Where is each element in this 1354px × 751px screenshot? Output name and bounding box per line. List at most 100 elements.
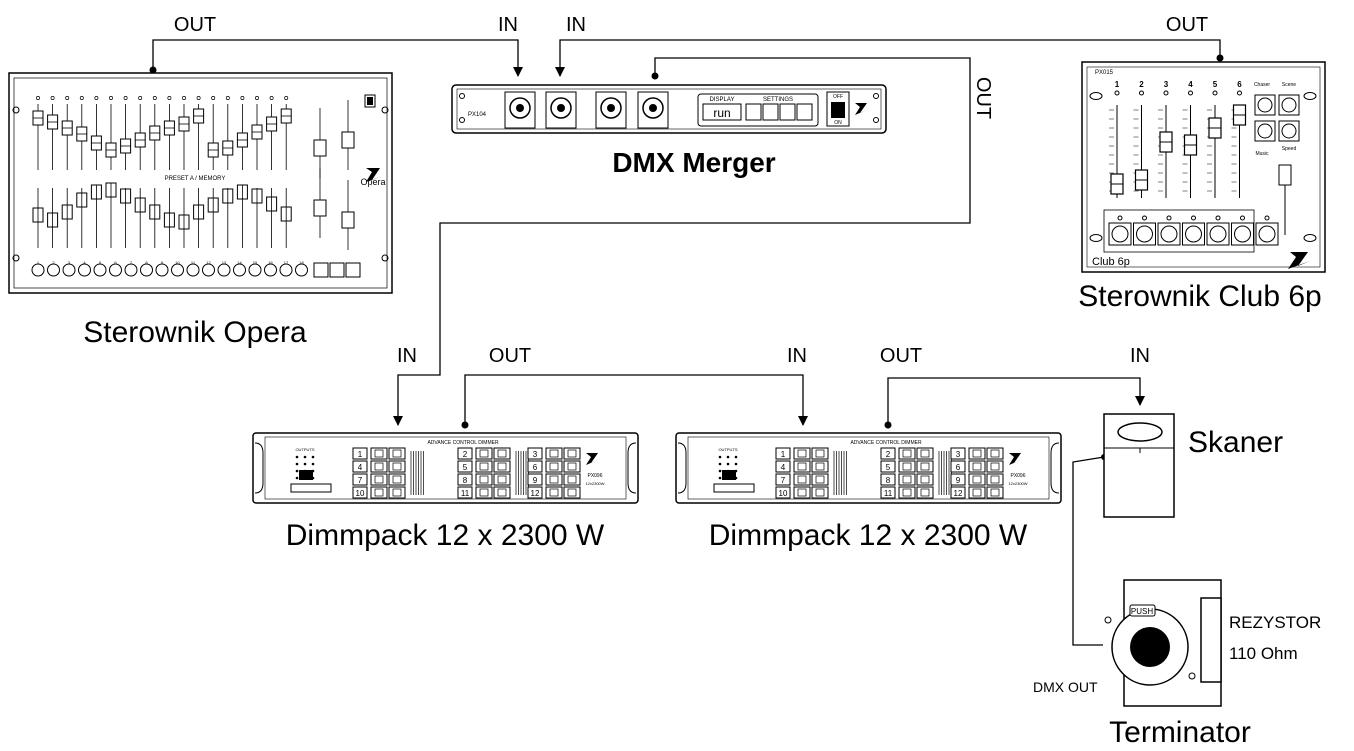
dimmer-fuse <box>563 460 581 473</box>
opera-button-label: 2 <box>52 260 55 265</box>
club-led <box>1163 90 1169 96</box>
opera-button-label: 7 <box>130 260 133 265</box>
merger-xlr-out <box>637 91 669 129</box>
dimmer2-in-label: IN <box>787 345 807 367</box>
dimmer-channel-number: 6 <box>956 463 961 472</box>
cable-skaner-to-terminator <box>1072 456 1105 646</box>
club-channel-number: 5 <box>1213 80 1218 89</box>
club-panel-label: Club 6p <box>1092 256 1130 268</box>
dimmer-channel-number: 12 <box>531 489 540 498</box>
dimmer-led <box>718 462 722 466</box>
club-name-label: Sterownik Club 6p <box>1078 280 1321 313</box>
dimmer-fuse <box>493 460 511 473</box>
dimmer-header-label: ADVANCE CONTROL DIMMER <box>427 440 499 446</box>
dimmer-channel-box <box>457 473 473 486</box>
dimmer-led <box>295 462 299 466</box>
dimmer-led <box>726 462 730 466</box>
dimmer-fuse <box>916 473 934 486</box>
dimmer-fuse <box>793 486 811 499</box>
dimmer-fuse <box>898 473 916 486</box>
terminator-name-label: Terminator <box>1109 716 1251 749</box>
club-out-label: OUT <box>1166 14 1208 36</box>
opera-led <box>138 96 143 100</box>
dimmer-channel-number: 7 <box>781 476 786 485</box>
opera-led <box>182 96 186 100</box>
dimmer-channel-box <box>352 460 368 473</box>
opera-section-label: PRESET A / MEMORY <box>165 176 226 182</box>
club-speed-knob <box>1278 164 1292 186</box>
dmx-merger: PX104 DISPLAY run SETTINGS OFF ON DMX Me… <box>451 84 887 178</box>
club-button-led <box>1166 215 1172 221</box>
dimmer-1: ADVANCE CONTROL DIMMEROUTPUTS14710258113… <box>252 432 639 504</box>
merger-logo-icon <box>855 103 869 115</box>
dimmer-channel-number: 4 <box>358 463 363 472</box>
opera-function-button <box>329 262 345 278</box>
dimmer1-out-label: OUT <box>489 345 531 367</box>
dimmer-channel-box <box>527 486 543 499</box>
opera-flash-button <box>171 263 184 277</box>
club-button-led <box>1191 215 1196 221</box>
opera-button-label: 17 <box>284 260 289 265</box>
dimmer-fuse <box>388 447 406 460</box>
dimmer-fuse <box>388 486 406 499</box>
dimmer-channel-number: 3 <box>956 450 961 459</box>
dimmer-fuse <box>493 447 511 460</box>
dimmer-display <box>299 470 313 480</box>
dimmer-led <box>295 469 299 473</box>
dimmer-led <box>718 476 722 480</box>
opera-fader-rows <box>32 96 355 250</box>
dimmer-channel-box <box>950 486 966 499</box>
club-channel-number: 1 <box>1115 80 1120 89</box>
dimmer-fuse <box>811 447 829 460</box>
opera-flash-button <box>202 263 215 277</box>
dimmer-outputs-label: OUTPUTS <box>718 447 737 452</box>
dimmer-channel-number: 1 <box>358 450 363 459</box>
opera-led <box>255 96 259 100</box>
opera-flash-button <box>217 263 231 277</box>
cable-endpoints <box>149 54 1224 460</box>
dimmer-led <box>295 476 299 480</box>
dimmer-control-buttons <box>713 483 755 493</box>
club-model-label: PX015 <box>1095 70 1114 76</box>
dimmer-channel-number: 4 <box>781 463 786 472</box>
dimmer-fuse <box>475 486 493 499</box>
opera-led <box>50 96 55 100</box>
opera-led <box>269 96 274 100</box>
opera-button-label: 1 <box>37 260 40 265</box>
club-button-led <box>1142 215 1147 221</box>
dimmer-led <box>726 455 730 459</box>
opera-button-label: 16 <box>268 260 273 265</box>
dimmer-fuse <box>475 447 493 460</box>
dimmer-channel-box <box>775 486 791 499</box>
terminator-push-label: PUSH <box>1131 607 1153 616</box>
merger-in-b-label: IN <box>566 14 586 36</box>
dimmer-fuse <box>916 460 934 473</box>
opera-led <box>211 96 216 100</box>
dimmer-channel-number: 8 <box>463 476 468 485</box>
cables <box>152 39 1221 646</box>
dimmer-channel-number: 10 <box>356 489 365 498</box>
skaner-name-label: Skaner <box>1188 426 1283 459</box>
dimmer-channel-number: 12 <box>954 489 963 498</box>
club-led <box>1212 90 1218 96</box>
dimmer-fuse <box>475 460 493 473</box>
merger-out-label: OUT <box>972 77 994 119</box>
opera-function-button <box>313 262 329 278</box>
dimmer-fuse <box>563 447 581 460</box>
dimmer-led <box>295 455 299 459</box>
opera-flash-button <box>93 263 107 277</box>
dimmer-fuse <box>370 447 388 460</box>
dimmer-channel-box <box>527 447 543 460</box>
opera-led <box>109 96 113 100</box>
dimmer-fuse <box>370 460 388 473</box>
dimmer-fuse <box>793 447 811 460</box>
dimmer-fuse <box>916 486 934 499</box>
resistor-icon <box>1200 597 1222 683</box>
dimmer-control-buttons <box>290 483 332 493</box>
dimmer-channel-box <box>880 447 896 460</box>
merger-name-label: DMX Merger <box>612 147 775 178</box>
